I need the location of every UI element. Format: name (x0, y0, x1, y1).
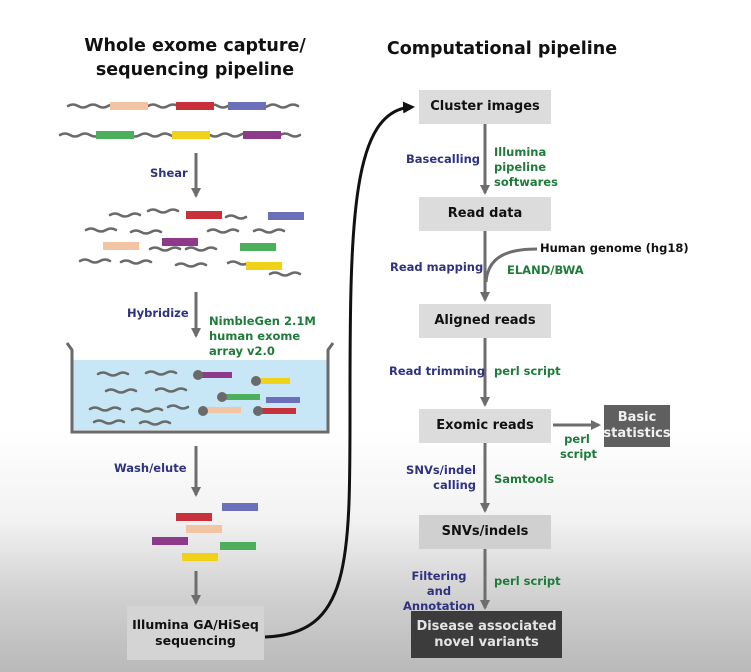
read-mapping-label: Read mapping (390, 260, 484, 274)
perl-script-label-1: perl script (494, 364, 561, 378)
read-trimming-label: Read trimming (389, 364, 486, 378)
filtering-label: Filtering and Annotation (403, 569, 475, 613)
connector-arrow (264, 101, 415, 639)
sheared-fragments (78, 208, 302, 277)
shear-label: Shear (150, 166, 188, 180)
bath-fragments (88, 370, 190, 426)
exomic-reads-box: Exomic reads (419, 409, 551, 443)
snv-calling-label: SNVs/indel calling (406, 463, 476, 492)
captured-beads (193, 370, 300, 416)
perl-script-label-3: perl script (494, 574, 561, 588)
human-genome-label: Human genome (hg18) (540, 241, 689, 255)
hybridize-label: Hybridize (127, 306, 189, 320)
aligned-reads-box: Aligned reads (419, 304, 551, 338)
sequencing-box: Illumina GA/HiSeq sequencing (127, 606, 264, 660)
basecalling-label: Basecalling (406, 152, 480, 166)
array-label: NimbleGen 2.1M human exome array v2.0 (209, 314, 316, 358)
illumina-software-label: Illumina pipeline softwares (494, 145, 558, 189)
eland-bwa-label: ELAND/BWA (507, 263, 584, 277)
cluster-images-box: Cluster images (419, 90, 551, 124)
read-data-box: Read data (419, 197, 551, 231)
left-title: Whole exome capture/ sequencing pipeline (84, 36, 306, 80)
eluted-fragments (152, 503, 258, 561)
basic-statistics-box: Basic statistics (603, 405, 671, 447)
genomic-dna (58, 102, 302, 139)
wash-label: Wash/elute (114, 461, 187, 475)
snvs-indels-box: SNVs/indels (419, 515, 551, 549)
right-title: Computational pipeline (386, 39, 618, 59)
bath-container (65, 342, 335, 434)
disease-variants-box: Disease associated novel variants (411, 611, 562, 658)
samtools-label: Samtools (494, 472, 555, 486)
genome-curve (484, 247, 538, 283)
perl-script-label-2: perl script (560, 432, 598, 461)
